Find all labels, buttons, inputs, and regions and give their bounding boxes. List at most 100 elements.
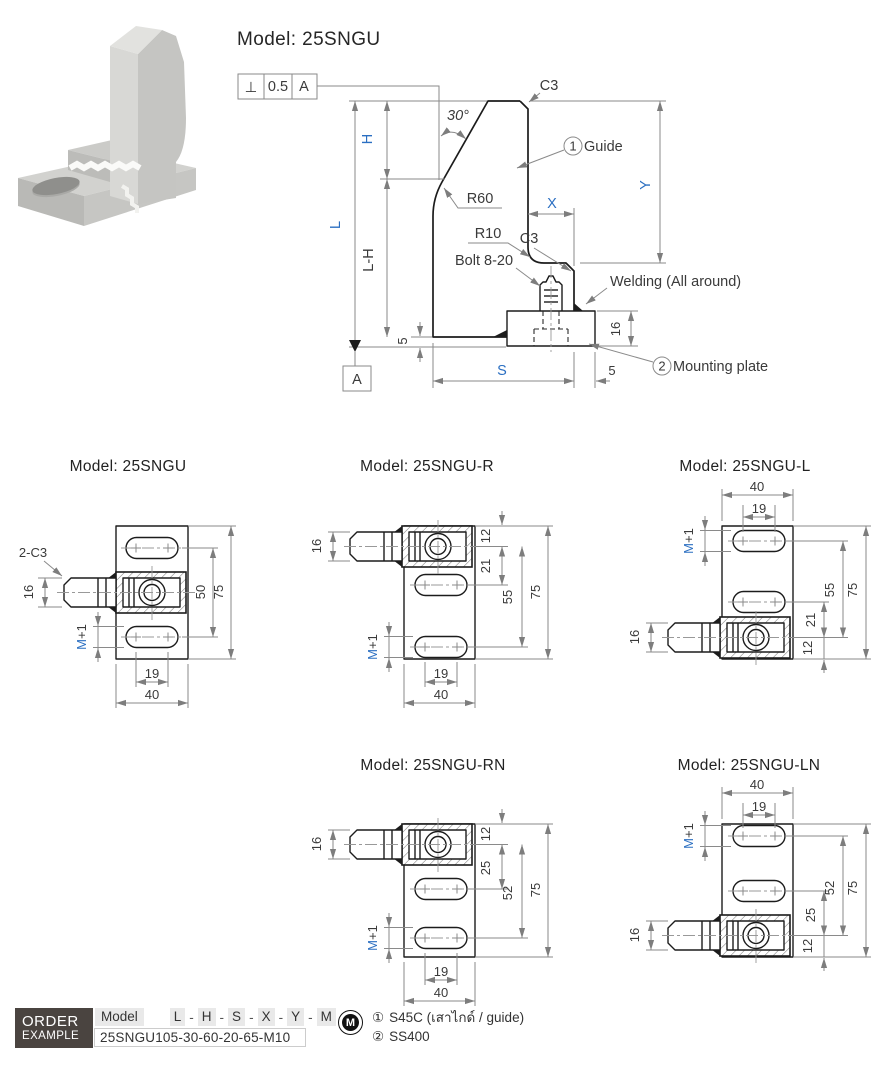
dim-12: 12	[800, 641, 815, 655]
dim-40: 40	[750, 777, 764, 792]
weld-fillet-right	[574, 303, 583, 311]
slot-hole	[727, 529, 791, 553]
note-2-number: ②	[372, 1029, 385, 1044]
view-r-title: Model: 25SNGU-R	[360, 458, 494, 475]
dim-55: 55	[500, 590, 515, 604]
view-r: Model: 25SNGU-R 16 12 21 55 75	[309, 458, 553, 708]
view-l-title: Model: 25SNGU-L	[679, 458, 810, 475]
dim-Y: Y	[638, 180, 654, 190]
perpendicularity-icon: ⊥	[245, 80, 258, 96]
dim-75: 75	[211, 585, 226, 599]
order-example-code: 25SNGU105-30-60-20-65-M10	[94, 1028, 306, 1047]
label-r60: R60	[467, 191, 494, 207]
dim-12: 12	[478, 827, 493, 841]
label-c3-mid: C3	[520, 231, 539, 247]
tolerance-frame: ⊥ 0.5 A	[237, 73, 440, 180]
tolerance-value: 0.5	[268, 79, 288, 95]
dim-angle-30: 30°	[447, 108, 469, 124]
slot-hole	[120, 536, 184, 560]
dim-25: 25	[478, 861, 493, 875]
dim-75: 75	[845, 583, 860, 597]
label-guide-num: 1	[569, 139, 576, 154]
dim-12: 12	[800, 939, 815, 953]
dim-50: 50	[193, 585, 208, 599]
stud-bolt	[533, 266, 569, 352]
dim-X: X	[547, 196, 557, 212]
main-title: Model: 25SNGU	[237, 29, 381, 50]
view-ln-dims: 40 19 M+1 16 52 25 12	[627, 777, 871, 971]
dim-75: 75	[528, 585, 543, 599]
tolerance-datum: A	[299, 79, 309, 95]
slot-hole	[120, 625, 184, 649]
label-c3-top: C3	[540, 78, 559, 94]
model-label: Model	[95, 1008, 144, 1026]
dim-5-right: 5	[608, 363, 615, 378]
dim-16: 16	[21, 585, 36, 599]
code-dash: -	[249, 1009, 254, 1025]
label-mounting-plate: Mounting plate	[673, 359, 768, 375]
iso-3d-view	[18, 26, 196, 226]
dim-52: 52	[500, 886, 515, 900]
dim-M+1: M+1	[365, 634, 380, 660]
guide-profile	[432, 100, 575, 338]
code-dash: -	[189, 1009, 194, 1025]
weld-fillet-left	[493, 330, 507, 337]
slot-hole	[727, 879, 791, 903]
slot-hole	[409, 573, 473, 597]
dim-75: 75	[528, 883, 543, 897]
view-ln: Model: 25SNGU-LN 40 19 M+1 16	[627, 757, 871, 971]
material-badge-letter: M	[342, 1014, 359, 1031]
material-badge-icon: M	[338, 1010, 363, 1035]
example-label: EXAMPLE	[22, 1030, 80, 1042]
code-letter-L: L	[169, 1008, 186, 1026]
code-dash: -	[278, 1009, 284, 1025]
dim-40: 40	[145, 687, 159, 702]
slot-hole	[727, 824, 791, 848]
dim-16: 16	[627, 630, 642, 644]
view-l-dims: 40 19 M+1 16 55 21 12	[627, 479, 871, 673]
slot-hole	[409, 635, 473, 659]
dim-19: 19	[752, 501, 766, 516]
slot-hole	[409, 877, 473, 901]
note-2-text: SS400	[389, 1029, 430, 1044]
main-dimensions: H L-H L A 5 X Y	[328, 100, 666, 392]
slot-hole	[409, 926, 473, 950]
dim-L: L	[328, 221, 344, 229]
main-section-view: Model: 25SNGU ⊥ 0.5 A	[237, 29, 768, 392]
view-rn-title: Model: 25SNGU-RN	[360, 757, 505, 774]
datum-A-label: A	[352, 372, 362, 388]
view-rn: Model: 25SNGU-RN 16 12 25 52 75	[309, 757, 553, 1006]
dim-16: 16	[627, 928, 642, 942]
dim-40: 40	[434, 687, 448, 702]
dim-19: 19	[145, 666, 159, 681]
view-rn-dims: 16 12 25 52 75 M+1 19	[309, 809, 553, 1006]
view-base-dims: 2-C3 16 M+1 19 40 50	[19, 525, 236, 708]
dim-H: H	[360, 134, 376, 144]
slot-hole	[727, 590, 791, 614]
code-letter-H: H	[197, 1008, 216, 1026]
dim-S: S	[497, 363, 507, 379]
main-callouts: C3 1 Guide R60 R10 C3 Bolt 8-20 Welding …	[443, 78, 768, 376]
note-1-number: ①	[372, 1010, 385, 1025]
view-ln-title: Model: 25SNGU-LN	[678, 757, 821, 774]
dim-19: 19	[434, 964, 448, 979]
label-r10: R10	[475, 226, 502, 242]
label-bolt: Bolt 8-20	[455, 253, 513, 269]
dim-M+1: M+1	[365, 925, 380, 951]
dim-16: 16	[309, 837, 324, 851]
dim-21: 21	[478, 559, 493, 573]
dim-40: 40	[434, 985, 448, 1000]
dim-M+1: M+1	[74, 624, 89, 650]
order-code-header: Model L - H - S - X - Y - M	[95, 1008, 336, 1026]
view-r-dims: 16 12 21 55 75 M+1 19	[309, 511, 553, 708]
dim-19: 19	[752, 799, 766, 814]
material-note-2: ② SS400	[372, 1027, 524, 1046]
view-base-title: Model: 25SNGU	[70, 458, 187, 475]
dim-5-left: 5	[395, 337, 410, 344]
dim-25: 25	[803, 908, 818, 922]
dim-19: 19	[434, 666, 448, 681]
